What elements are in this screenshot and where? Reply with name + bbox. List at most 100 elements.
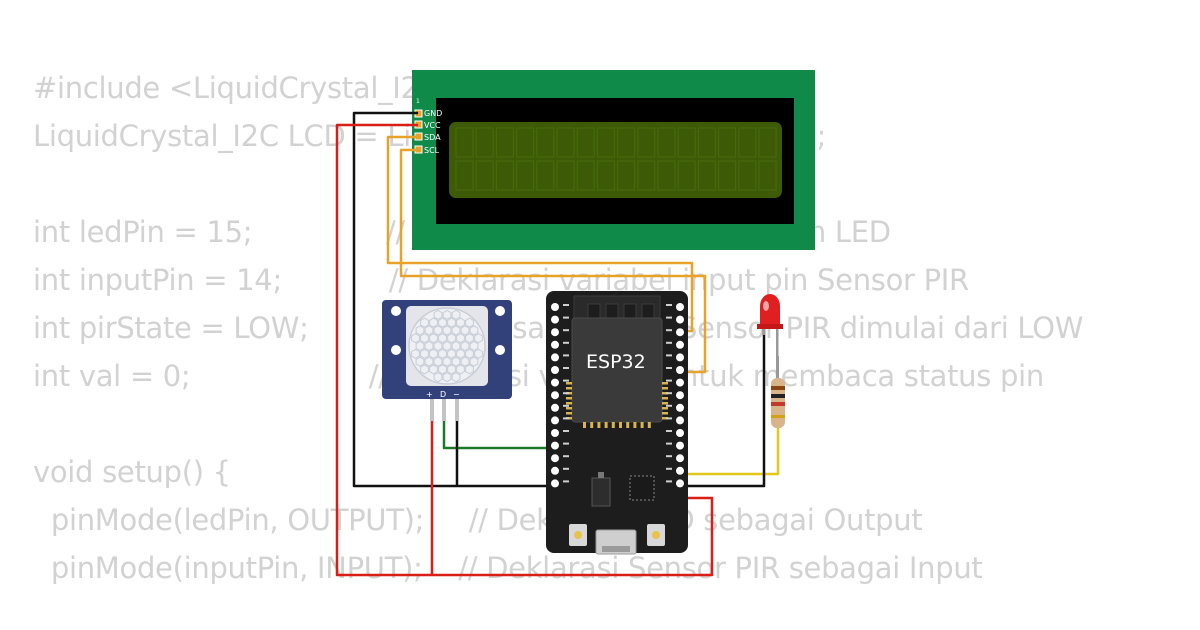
pin-silkscreen <box>563 354 569 357</box>
header-pin[interactable] <box>676 303 684 311</box>
pir-lens-cell <box>415 356 425 367</box>
header-pin[interactable] <box>676 403 684 412</box>
pir-lens-cell <box>447 317 456 328</box>
red-led[interactable] <box>757 294 783 359</box>
lcd-cell <box>738 127 757 158</box>
header-pin[interactable] <box>676 353 684 362</box>
pir-sensor[interactable]: + D − <box>382 300 512 421</box>
pir-lens-cell <box>433 340 443 352</box>
esp32-board[interactable]: ESP32 <box>546 291 688 555</box>
pir-lens-cell <box>456 317 465 328</box>
pin-silkscreen <box>666 341 672 344</box>
pir-lens-cell <box>451 340 461 352</box>
lcd-cell <box>455 127 474 158</box>
header-pin[interactable] <box>551 328 559 337</box>
pin-silkscreen <box>666 329 672 332</box>
header-pin[interactable] <box>551 303 559 311</box>
lcd-cell <box>637 127 656 158</box>
pin-silkscreen <box>563 341 569 344</box>
wire-lcd-gnd[interactable] <box>352 111 552 488</box>
pir-lens-cell <box>438 364 447 375</box>
header-pin[interactable] <box>676 340 684 349</box>
header-pin[interactable] <box>676 479 684 488</box>
pin-silkscreen <box>563 404 569 407</box>
pir-lens-cell <box>429 317 438 328</box>
en-button[interactable] <box>569 524 587 546</box>
header-pin[interactable] <box>551 479 559 488</box>
lcd-cell <box>657 127 676 158</box>
pir-lens-cell <box>456 364 465 375</box>
lcd-cell <box>677 160 696 191</box>
usb-uart-chip <box>629 475 655 501</box>
pir-lens-cell <box>415 325 425 336</box>
header-pin[interactable] <box>551 466 559 475</box>
pir-lens-cell <box>420 364 429 375</box>
module-castellated-pads <box>566 382 668 428</box>
lcd-module[interactable]: 1 GND VCC SDA SCL <box>412 70 815 250</box>
header-pin[interactable] <box>551 441 559 450</box>
pin-silkscreen <box>563 392 569 395</box>
wires <box>335 111 780 577</box>
module-pad <box>566 387 572 390</box>
pir-pin-vcc-label: + <box>426 390 433 399</box>
pin-silkscreen <box>563 430 569 432</box>
pir-lens-cell <box>447 333 456 344</box>
lcd-cell <box>596 160 615 191</box>
wire-led-gnd[interactable] <box>682 329 766 488</box>
wire-pir-data[interactable] <box>442 405 555 450</box>
pir-lens-cell <box>424 340 434 352</box>
header-pin[interactable] <box>551 366 559 374</box>
pir-lens-pattern <box>411 309 483 383</box>
header-pin[interactable] <box>551 403 559 412</box>
pin-silkscreen <box>666 404 672 407</box>
lcd-cell <box>758 160 777 191</box>
wire-lcd-vcc[interactable] <box>335 123 714 577</box>
lcd-cell <box>556 160 575 191</box>
module-pad <box>566 412 572 415</box>
wire-lcd-scl[interactable] <box>399 148 707 374</box>
pir-lens-cell <box>429 348 438 359</box>
header-pin[interactable] <box>676 441 684 450</box>
header-pin[interactable] <box>551 454 559 463</box>
header-pin[interactable] <box>551 416 559 425</box>
header-pin[interactable] <box>676 328 684 337</box>
header-pin[interactable] <box>676 366 684 374</box>
header-pin[interactable] <box>676 466 684 475</box>
header-pin[interactable] <box>551 340 559 349</box>
header-pin[interactable] <box>676 378 684 387</box>
module-pad <box>662 382 668 385</box>
header-pin[interactable] <box>676 416 684 425</box>
header-pin[interactable] <box>676 391 684 400</box>
pir-pin-gnd-label: − <box>453 390 460 399</box>
wire-lcd-sda[interactable] <box>386 135 694 333</box>
resistor[interactable] <box>771 356 785 428</box>
pin-silkscreen <box>666 367 672 369</box>
pir-lens-cell <box>429 333 438 344</box>
lcd-screen <box>449 122 782 198</box>
module-pad <box>640 422 644 428</box>
lcd-cell <box>718 160 737 191</box>
led-anode-leg <box>776 329 779 359</box>
header-pin[interactable] <box>551 378 559 387</box>
lcd-cell <box>596 127 615 158</box>
pir-mount-hole <box>391 345 401 355</box>
lcd-cell <box>455 160 474 191</box>
header-pin[interactable] <box>551 391 559 400</box>
led-body <box>760 294 780 326</box>
header-pin[interactable] <box>676 315 684 324</box>
wire-led-signal[interactable] <box>682 428 780 476</box>
pir-lens-cell <box>465 364 474 375</box>
header-pin[interactable] <box>551 315 559 324</box>
lcd-cell <box>536 127 555 158</box>
module-pad <box>633 422 637 428</box>
pin-silkscreen <box>666 417 672 420</box>
header-pin[interactable] <box>676 454 684 463</box>
boot-button[interactable] <box>647 524 665 546</box>
header-pin[interactable] <box>551 429 559 437</box>
header-pin[interactable] <box>676 429 684 437</box>
header-pin[interactable] <box>551 353 559 362</box>
pin-silkscreen <box>563 442 569 445</box>
module-pad <box>566 397 572 400</box>
module-pad <box>566 382 572 385</box>
